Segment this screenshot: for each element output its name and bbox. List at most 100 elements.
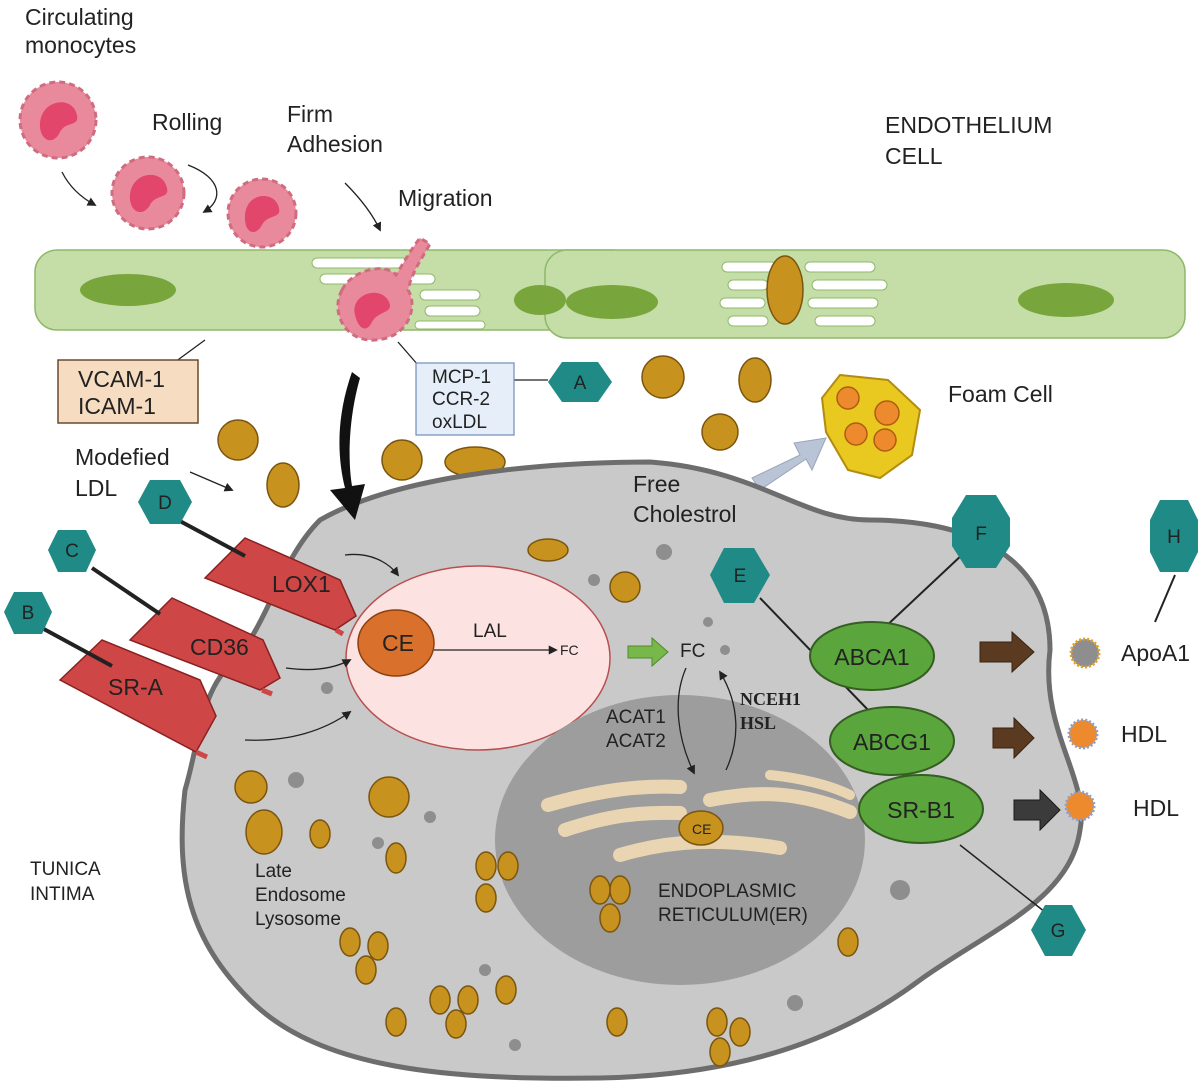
- late-endosome-label: Lysosome: [255, 909, 341, 930]
- arrow-to-foam-cell: [751, 437, 827, 491]
- rolling-label: Rolling: [152, 109, 222, 135]
- migrating-monocyte: [336, 236, 433, 342]
- er-label: ENDOPLASMIC: [658, 881, 796, 902]
- modified-ldl-label: Modefied: [75, 444, 170, 470]
- svg-text:CD36: CD36: [190, 634, 249, 660]
- circulating-monocytes-label: monocytes: [25, 32, 136, 58]
- svg-text:E: E: [734, 566, 747, 587]
- mcp-box: [415, 362, 515, 436]
- icam-label: ICAM-1: [78, 393, 156, 419]
- svg-text:SR-A: SR-A: [108, 674, 164, 700]
- oxldl-label: oxLDL: [432, 412, 487, 433]
- endothelial-nucleus: [80, 274, 176, 306]
- ce-label: CE: [382, 630, 414, 656]
- badge-h: H: [1150, 500, 1198, 572]
- svg-text:ABCA1: ABCA1: [834, 644, 909, 670]
- nceh-label: NCEH1: [740, 689, 801, 709]
- svg-text:C: C: [65, 541, 79, 562]
- firm-adhesion-label: Adhesion: [287, 131, 383, 157]
- tunica-intima-label: TUNICA: [30, 859, 101, 880]
- badge-d: D: [138, 480, 192, 524]
- svg-text:LOX1: LOX1: [272, 571, 331, 597]
- ldl-particle: [766, 255, 804, 325]
- er-label: RETICULUM(ER): [658, 905, 808, 926]
- lysosome: [345, 565, 611, 751]
- connector-line: [397, 341, 419, 366]
- endothelial-nucleus: [514, 285, 566, 315]
- connector-line: [41, 626, 113, 668]
- cell-junction: [719, 261, 888, 327]
- monocyte: [18, 80, 98, 160]
- cholesteryl-ester-droplet: [357, 609, 435, 677]
- badge-a: A: [548, 362, 612, 402]
- connector-line: [174, 339, 206, 363]
- mcp-label: MCP-1: [432, 367, 491, 388]
- arrow: [344, 182, 382, 232]
- transporter-srb1: SR-B1: [858, 774, 984, 844]
- transporter-abca1: ABCA1: [809, 621, 935, 691]
- migration-arrow: [330, 372, 365, 520]
- arrow: [189, 471, 234, 492]
- fc-small-label: FC: [560, 642, 579, 658]
- late-endosome-label: Late: [255, 861, 292, 882]
- arrow: [719, 670, 737, 771]
- efflux-arrow: [979, 630, 1035, 674]
- connector-line: [1154, 574, 1176, 623]
- arrow: [285, 659, 352, 671]
- hdl-label: HDL: [1121, 721, 1167, 747]
- monocyte: [226, 177, 298, 249]
- badge-e: E: [710, 548, 770, 603]
- nceh-label: HSL: [740, 713, 776, 733]
- transporter-abcg1: ABCG1: [829, 706, 955, 776]
- arrow: [244, 710, 352, 741]
- monocyte: [110, 155, 186, 231]
- receptor-lox1: LOX1: [203, 537, 357, 637]
- svg-text:ABCG1: ABCG1: [853, 729, 931, 755]
- badge-b: B: [4, 592, 52, 634]
- endothelium-layer: [34, 249, 1186, 339]
- foam-cell: [820, 373, 922, 480]
- hdl-particle: [1064, 790, 1096, 822]
- svg-text:D: D: [158, 493, 172, 514]
- arrow: [187, 164, 218, 213]
- endothelial-nucleus: [566, 285, 658, 319]
- connector-line: [90, 566, 162, 616]
- badge-g: G: [1031, 905, 1086, 956]
- lal-label: LAL: [473, 621, 507, 642]
- fc-label: FC: [680, 641, 705, 662]
- svg-text:G: G: [1051, 921, 1066, 942]
- ccr-label: CCR-2: [432, 389, 490, 410]
- tunica-intima-label: INTIMA: [30, 884, 95, 905]
- hdl-particle: [1067, 718, 1099, 750]
- receptor-sra: SR-A: [58, 639, 217, 760]
- svg-text:SR-B1: SR-B1: [887, 797, 955, 823]
- cytoplasm-granules: [288, 544, 910, 1051]
- endothelium-cell-label: ENDOTHELIUM: [885, 112, 1052, 138]
- arrow: [677, 667, 695, 775]
- green-arrow: [627, 636, 669, 668]
- late-endosome-label: Endosome: [255, 885, 346, 906]
- modified-ldl-label: LDL: [75, 475, 117, 501]
- er-ce-label: CE: [692, 821, 711, 837]
- svg-text:F: F: [975, 524, 987, 545]
- foam-cell-label: Foam Cell: [948, 381, 1053, 407]
- svg-text:B: B: [22, 603, 35, 624]
- badge-f: F: [952, 495, 1010, 568]
- connector-line: [959, 844, 1046, 913]
- vcam-icam-box: [57, 359, 199, 424]
- vcam-label: VCAM-1: [78, 366, 165, 392]
- er-ce-droplet: [678, 810, 724, 846]
- free-cholesterol-label: Free: [633, 471, 680, 497]
- arrow: [61, 171, 97, 206]
- receptor-cd36: CD36: [128, 597, 281, 697]
- svg-text:H: H: [1167, 527, 1181, 548]
- apoa1-particle: [1069, 637, 1101, 669]
- acat-label: ACAT2: [606, 731, 666, 752]
- circulating-monocytes-label: Circulating: [25, 4, 134, 30]
- arrow: [344, 553, 400, 577]
- apoa1-label: ApoA1: [1121, 640, 1190, 666]
- connector-line: [177, 518, 246, 558]
- free-cholesterol-label: Cholestrol: [633, 501, 737, 527]
- acat-label: ACAT1: [606, 707, 666, 728]
